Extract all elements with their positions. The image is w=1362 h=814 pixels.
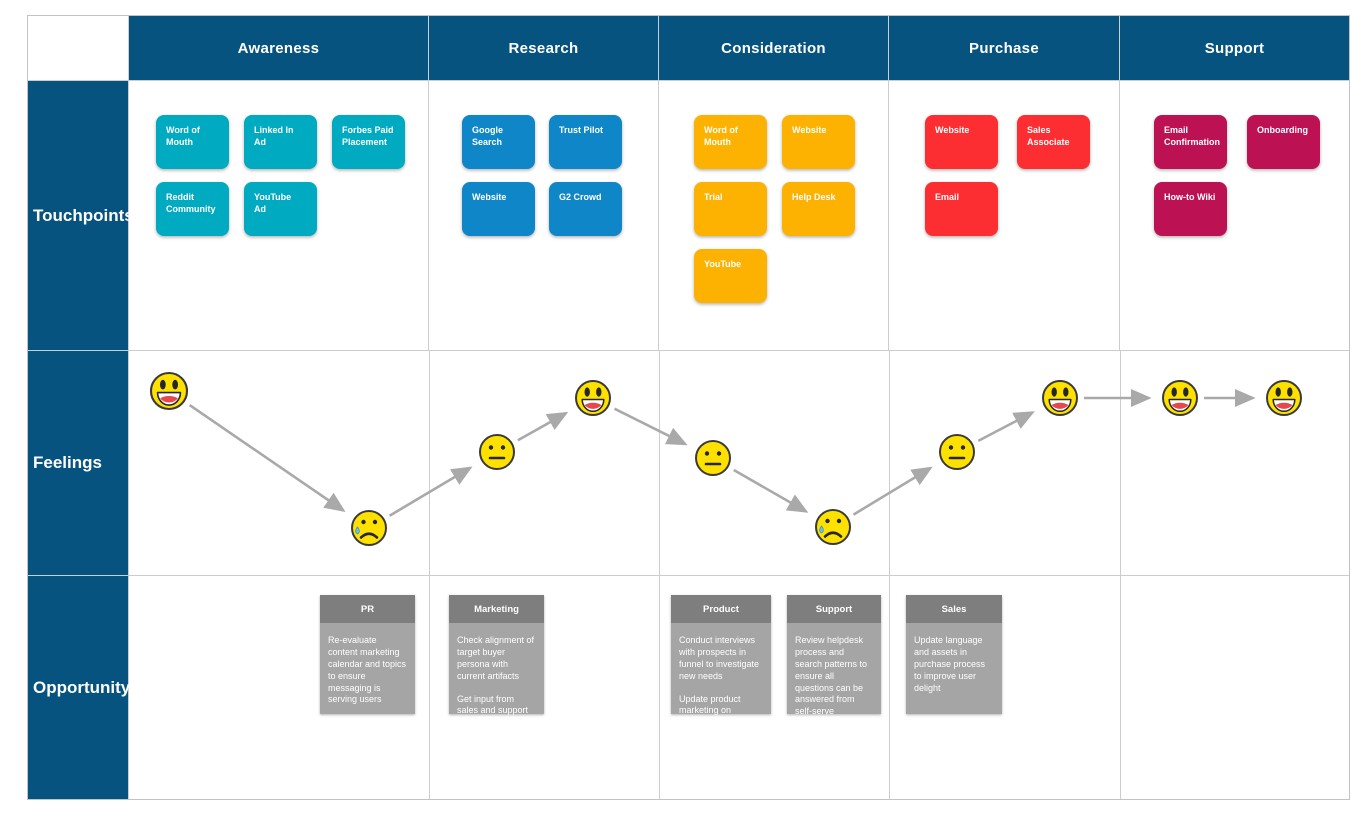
stage-header-awareness: Awareness (129, 16, 429, 81)
touchpoint-note[interactable]: Sales Associate (1017, 115, 1090, 169)
touchpoint-note[interactable]: YouTube (694, 249, 767, 303)
emoji-cry[interactable] (350, 509, 388, 547)
touchpoint-note[interactable]: Forbes Paid Placement (332, 115, 405, 169)
emoji-cry[interactable] (814, 508, 852, 546)
touchpoint-note[interactable]: Email (925, 182, 998, 236)
opportunity-card-body: Check alignment of target buyer persona … (449, 623, 544, 727)
touchpoint-note[interactable]: Trial (694, 182, 767, 236)
touchpoint-note[interactable]: How-to Wiki (1154, 182, 1227, 236)
feelings-arrow[interactable] (733, 468, 809, 513)
feelings-arrow[interactable] (188, 404, 346, 512)
feelings-row (129, 351, 1349, 576)
opportunity-card-team: Sales (906, 595, 1002, 623)
touchpoint-note[interactable]: YouTube Ad (244, 182, 317, 236)
touchpoint-note[interactable]: Email Confirmation (1154, 115, 1227, 169)
row-label-touchpoints: Touchpoints (28, 81, 134, 351)
emoji-neutral[interactable] (938, 433, 976, 471)
stage-header-research: Research (429, 16, 659, 81)
feelings-arrow[interactable] (977, 411, 1035, 443)
emoji-grin[interactable] (1266, 380, 1302, 416)
opportunity-card-team: Product (671, 595, 771, 623)
feelings-arrow[interactable] (613, 407, 688, 446)
opportunity-card-body: Update language and assets in purchase p… (906, 623, 1002, 714)
feelings-arrow[interactable] (517, 411, 569, 442)
stage-header-purchase: Purchase (889, 16, 1120, 81)
row-label-opportunity: Opportunity (28, 576, 130, 799)
row-label-feelings: Feelings (28, 351, 129, 576)
emoji-grin[interactable] (1042, 380, 1078, 416)
emoji-grin[interactable] (149, 371, 189, 411)
opportunity-card-body: Conduct interviews with prospects in fun… (671, 623, 771, 739)
touchpoint-note[interactable]: Help Desk (782, 182, 855, 236)
opportunity-card-body: Review helpdesk process and search patte… (787, 623, 881, 728)
touchpoint-note[interactable]: Google Search (462, 115, 535, 169)
opportunity-card-team: Marketing (449, 595, 544, 623)
touchpoint-note[interactable]: Website (782, 115, 855, 169)
emoji-grin[interactable] (1162, 380, 1198, 416)
opportunity-card-team: PR (320, 595, 415, 623)
touchpoint-note[interactable]: Word of Mouth (694, 115, 767, 169)
touchpoint-note[interactable]: Word of Mouth (156, 115, 229, 169)
touchpoint-column-awareness: Word of Mouth Linked In Ad Forbes Paid Pla… (129, 81, 429, 351)
touchpoint-note[interactable]: Website (925, 115, 998, 169)
opportunity-card-body: Re-evaluate content marketing calendar a… (320, 623, 415, 714)
stage-header-support: Support (1120, 16, 1349, 81)
touchpoint-note[interactable]: Reddit Community (156, 182, 229, 236)
emoji-grin[interactable] (575, 380, 611, 416)
touchpoint-note[interactable]: Trust Pilot (549, 115, 622, 169)
feelings-chart (149, 371, 1302, 547)
feelings-arrow[interactable] (852, 466, 933, 516)
touchpoint-note[interactable]: G2 Crowd (549, 182, 622, 236)
stage-header-consideration: Consideration (659, 16, 889, 81)
opportunity-card-team: Support (787, 595, 881, 623)
corner-cell (28, 16, 129, 81)
journey-map-grid: Awareness Research Consideration Purchas… (27, 15, 1350, 800)
touchpoint-note[interactable]: Linked In Ad (244, 115, 317, 169)
feelings-arrow[interactable] (388, 466, 473, 517)
touchpoint-note[interactable]: Onboarding (1247, 115, 1320, 169)
emoji-neutral[interactable] (694, 439, 732, 477)
emoji-neutral[interactable] (478, 433, 516, 471)
touchpoint-note[interactable]: Website (462, 182, 535, 236)
